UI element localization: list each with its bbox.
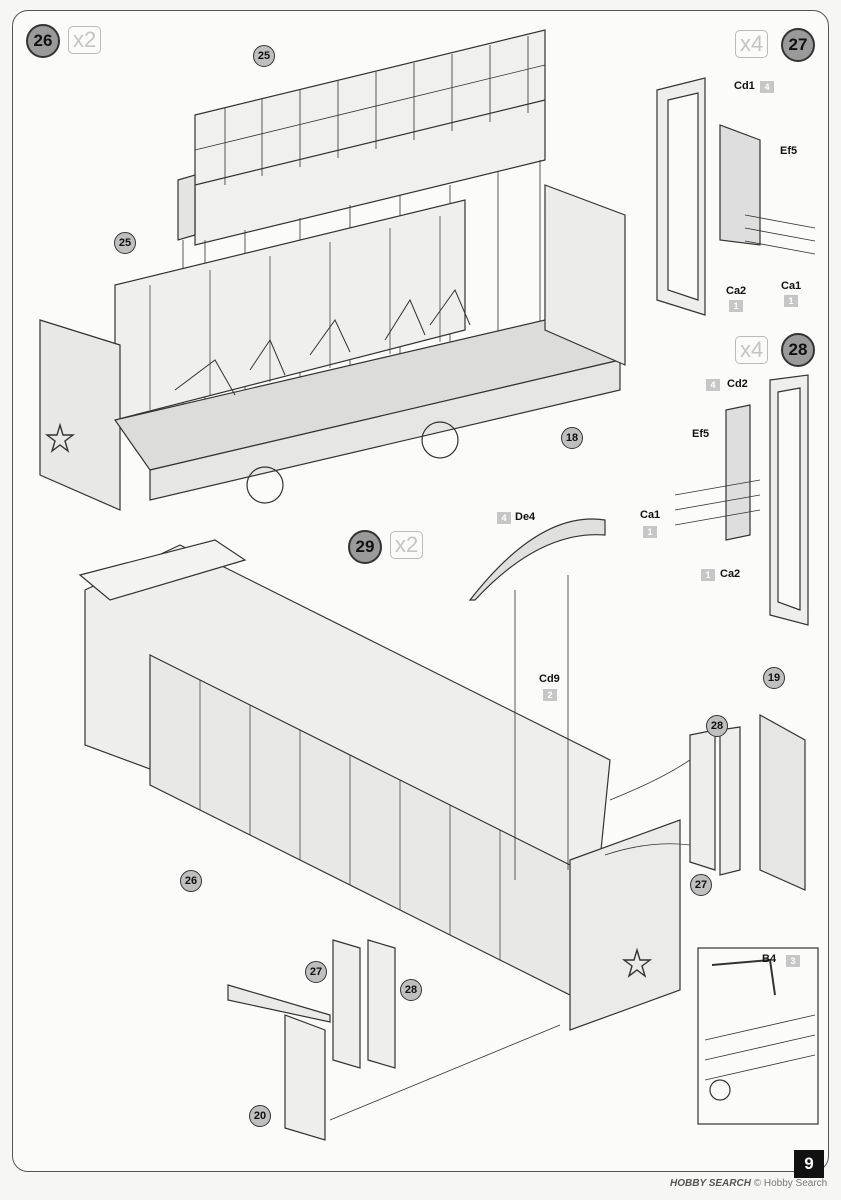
part-callout-28: 28 — [400, 979, 422, 1001]
part-callout-27: 27 — [690, 874, 712, 896]
part-label-ef5: Ef5 — [780, 145, 798, 157]
step-multiplier-28: x4 — [735, 336, 769, 364]
step-multiplier-29: x2 — [390, 531, 424, 559]
step-number-27: 27 — [781, 28, 815, 62]
part-label-de4: De4 — [515, 511, 536, 523]
door-panel-27-drawing — [656, 77, 816, 316]
step-multiplier-26: x2 — [68, 26, 102, 54]
part-qty-cd2: 4 — [706, 379, 720, 391]
part-label-ef5: Ef5 — [692, 428, 710, 440]
step-number-29: 29 — [348, 530, 382, 564]
part-qty-de4: 4 — [497, 512, 511, 524]
part-label-b4: B4 — [762, 953, 777, 965]
part-callout-18: 18 — [561, 427, 583, 449]
watermark: HOBBY SEARCH © Hobby Search — [670, 1178, 827, 1189]
part-qty-ca2: 1 — [729, 300, 743, 312]
part-callout-19: 19 — [763, 667, 785, 689]
part-label-ca2: Ca2 — [720, 568, 741, 580]
lower-tram-section-drawing — [39, 184, 626, 511]
end-panels-drawing — [604, 713, 806, 891]
upper-window-panel-drawing — [177, 29, 546, 246]
step-multiplier-27: x4 — [735, 30, 769, 58]
door-panel-28-drawing — [674, 374, 809, 626]
red-star-emblem-icon — [44, 422, 76, 453]
part-callout-27: 27 — [305, 961, 327, 983]
part-qty-ca1: 1 — [643, 526, 657, 538]
page-number: 9 — [794, 1150, 824, 1178]
front-door-parts-drawing — [227, 939, 561, 1141]
part-callout-20: 20 — [249, 1105, 271, 1127]
part-label-ca1: Ca1 — [640, 509, 661, 521]
watermark-text: © Hobby Search — [753, 1178, 828, 1189]
step-number-28: 28 — [781, 333, 815, 367]
part-label-ca1: Ca1 — [781, 280, 802, 292]
part-qty-cd9: 2 — [543, 689, 557, 701]
detail-inset-b4 — [697, 947, 819, 1125]
part-qty-cd1: 4 — [760, 81, 774, 93]
part-label-cd9: Cd9 — [539, 673, 560, 685]
full-tram-drawing — [78, 518, 681, 1031]
part-callout-25: 25 — [253, 45, 275, 67]
part-label-cd2: Cd2 — [727, 378, 748, 390]
part-label-ca2: Ca2 — [726, 285, 747, 297]
part-qty-b4: 3 — [786, 955, 800, 967]
part-callout-25: 25 — [114, 232, 136, 254]
roof-part-de4 — [468, 518, 606, 601]
part-callout-26: 26 — [180, 870, 202, 892]
part-label-cd1: Cd1 — [734, 80, 755, 92]
step-number-26: 26 — [26, 24, 60, 58]
part-qty-ca2: 1 — [701, 569, 715, 581]
part-qty-ca1: 1 — [784, 295, 798, 307]
part-callout-28: 28 — [706, 715, 728, 737]
watermark-logo: HOBBY SEARCH — [670, 1178, 751, 1189]
red-star-emblem-icon — [621, 947, 653, 978]
